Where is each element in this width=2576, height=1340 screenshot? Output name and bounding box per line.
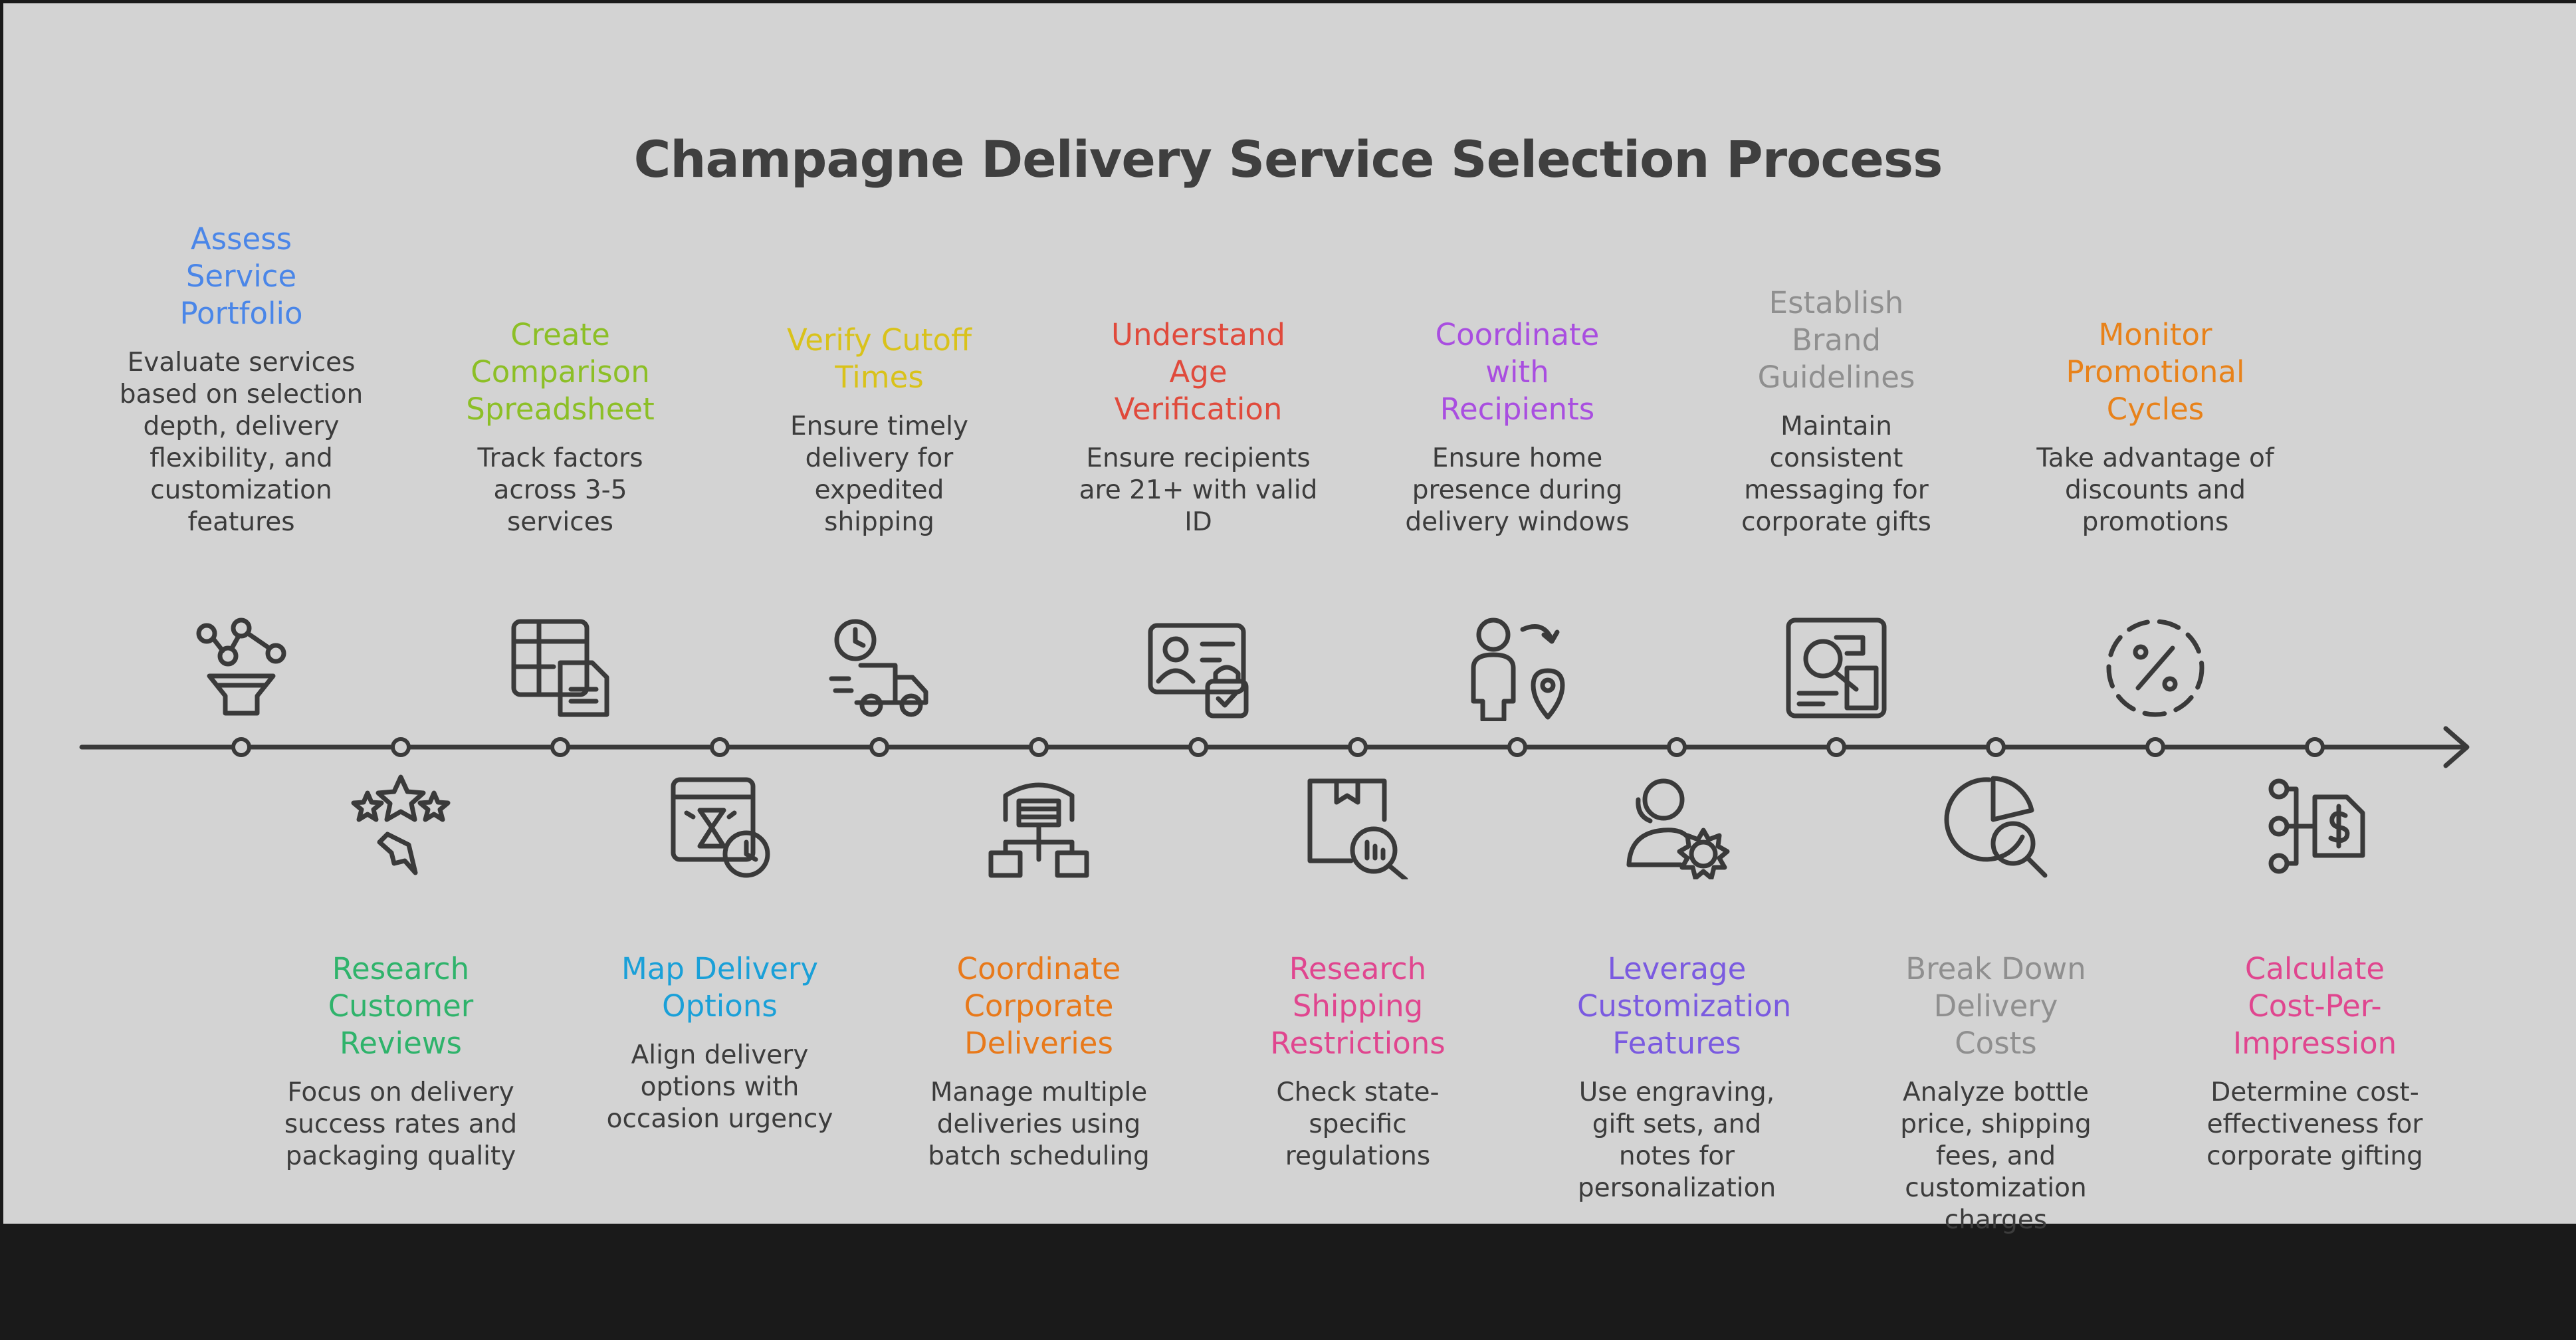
step-description: Check state-specific regulations	[1276, 1077, 1440, 1171]
step-description: Ensure recipients are 21+ with valid ID	[1079, 443, 1318, 537]
step-description: Use engraving, gift sets, and notes for …	[1577, 1077, 1776, 1203]
step-title: Assess Service Portfolio	[179, 221, 303, 331]
spreadsheet-icon	[507, 615, 613, 721]
timeline-node	[1507, 737, 1527, 757]
step-title: Research Customer Reviews	[328, 951, 474, 1061]
step-description: Ensure timely delivery for expedited shi…	[790, 411, 968, 537]
timeline-node	[1029, 737, 1049, 757]
step-title: Create Comparison Spreadsheet	[466, 317, 655, 427]
diagram-panel	[3, 3, 2576, 1224]
brand-board-icon	[1783, 615, 1889, 721]
timeline-node	[1986, 737, 2006, 757]
timeline-node	[391, 737, 411, 757]
timeline-node	[710, 737, 730, 757]
step-description: Track factors across 3-5 services	[477, 443, 643, 537]
timeline-node	[550, 737, 570, 757]
step-title: Map Delivery Options	[621, 951, 819, 1024]
step-title: Research Shipping Restrictions	[1270, 951, 1446, 1061]
package-search-icon	[1305, 773, 1411, 882]
timeline-node	[231, 737, 251, 757]
delivery-truck-clock-icon	[826, 615, 932, 721]
hourglass-clock-icon	[667, 773, 773, 879]
step-title: Coordinate Corporate Deliveries	[956, 951, 1121, 1061]
timeline-node	[2145, 737, 2165, 757]
timeline-node	[1667, 737, 1687, 757]
step-description: Determine cost-effectiveness for corpora…	[2206, 1077, 2423, 1171]
step-title: Calculate Cost-Per-Impression	[2232, 951, 2397, 1061]
step-title: Establish Brand Guidelines	[1757, 285, 1915, 395]
step-description: Take advantage of discounts and promotio…	[2036, 443, 2274, 537]
pie-chart-search-icon	[1943, 773, 2049, 879]
timeline-node	[1826, 737, 1846, 757]
step-description: Align delivery options with occasion urg…	[606, 1040, 833, 1134]
id-card-lock-icon	[1145, 615, 1251, 721]
network-funnel-icon	[188, 615, 294, 721]
step-title: Monitor Promotional Cycles	[2066, 317, 2245, 427]
timeline-node	[869, 737, 889, 757]
step-title: Leverage Customization Features	[1577, 951, 1792, 1061]
page-title: Champagne Delivery Service Selection Pro…	[633, 130, 1943, 189]
step-title: Coordinate with Recipients	[1435, 317, 1600, 427]
person-gear-icon	[1624, 773, 1730, 881]
warehouse-network-icon	[986, 773, 1092, 879]
timeline-node	[1188, 737, 1208, 757]
timeline-node	[2305, 737, 2325, 757]
stars-review-icon	[348, 773, 454, 879]
step-description: Focus on delivery success rates and pack…	[284, 1077, 518, 1171]
step-title: Understand Age Verification	[1111, 317, 1285, 427]
cost-flow-icon	[2262, 773, 2368, 879]
step-title: Verify Cutoff Times	[786, 322, 972, 395]
step-description: Evaluate services based on selection dep…	[119, 348, 364, 537]
timeline-node	[1348, 737, 1368, 757]
percent-badge-icon	[2102, 615, 2208, 721]
step-description: Analyze bottle price, shipping fees, and…	[1900, 1077, 2092, 1235]
person-location-icon	[1464, 615, 1570, 723]
step-description: Maintain consistent messaging for corpor…	[1741, 411, 1931, 537]
step-description: Ensure home presence during delivery win…	[1405, 443, 1630, 537]
step-description: Manage multiple deliveries using batch s…	[928, 1077, 1150, 1171]
timeline-arrow-head	[2443, 726, 2470, 768]
step-title: Break Down Delivery Costs	[1905, 951, 2086, 1061]
